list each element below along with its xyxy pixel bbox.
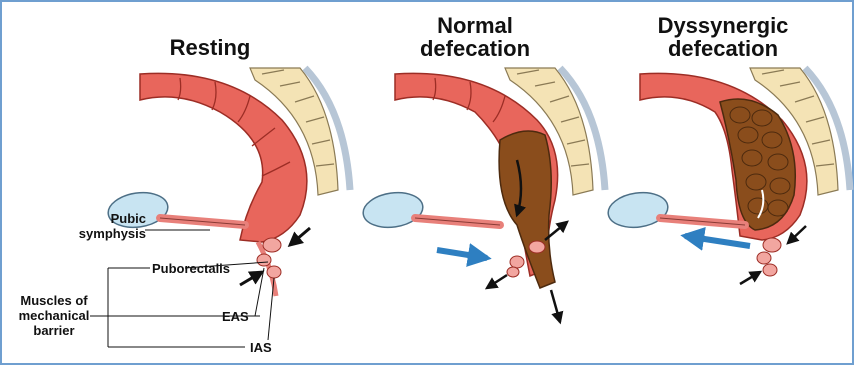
- label-leaders: [90, 230, 274, 347]
- panel-dyssynergic: [606, 68, 850, 284]
- label-muscles: Muscles of mechanical barrier: [14, 293, 94, 338]
- label-line: Pubic: [76, 211, 146, 226]
- label-eas: EAS: [222, 309, 249, 324]
- label-line: mechanical: [14, 308, 94, 323]
- label-line: barrier: [14, 323, 94, 338]
- label-pubic-symphysis: Pubic symphysis: [76, 211, 146, 241]
- label-ias: IAS: [250, 340, 272, 355]
- panel-normal: [361, 68, 605, 322]
- label-line: symphysis: [76, 226, 146, 241]
- label-puborectalis: Puborectalis: [152, 261, 230, 276]
- label-line: Muscles of: [14, 293, 94, 308]
